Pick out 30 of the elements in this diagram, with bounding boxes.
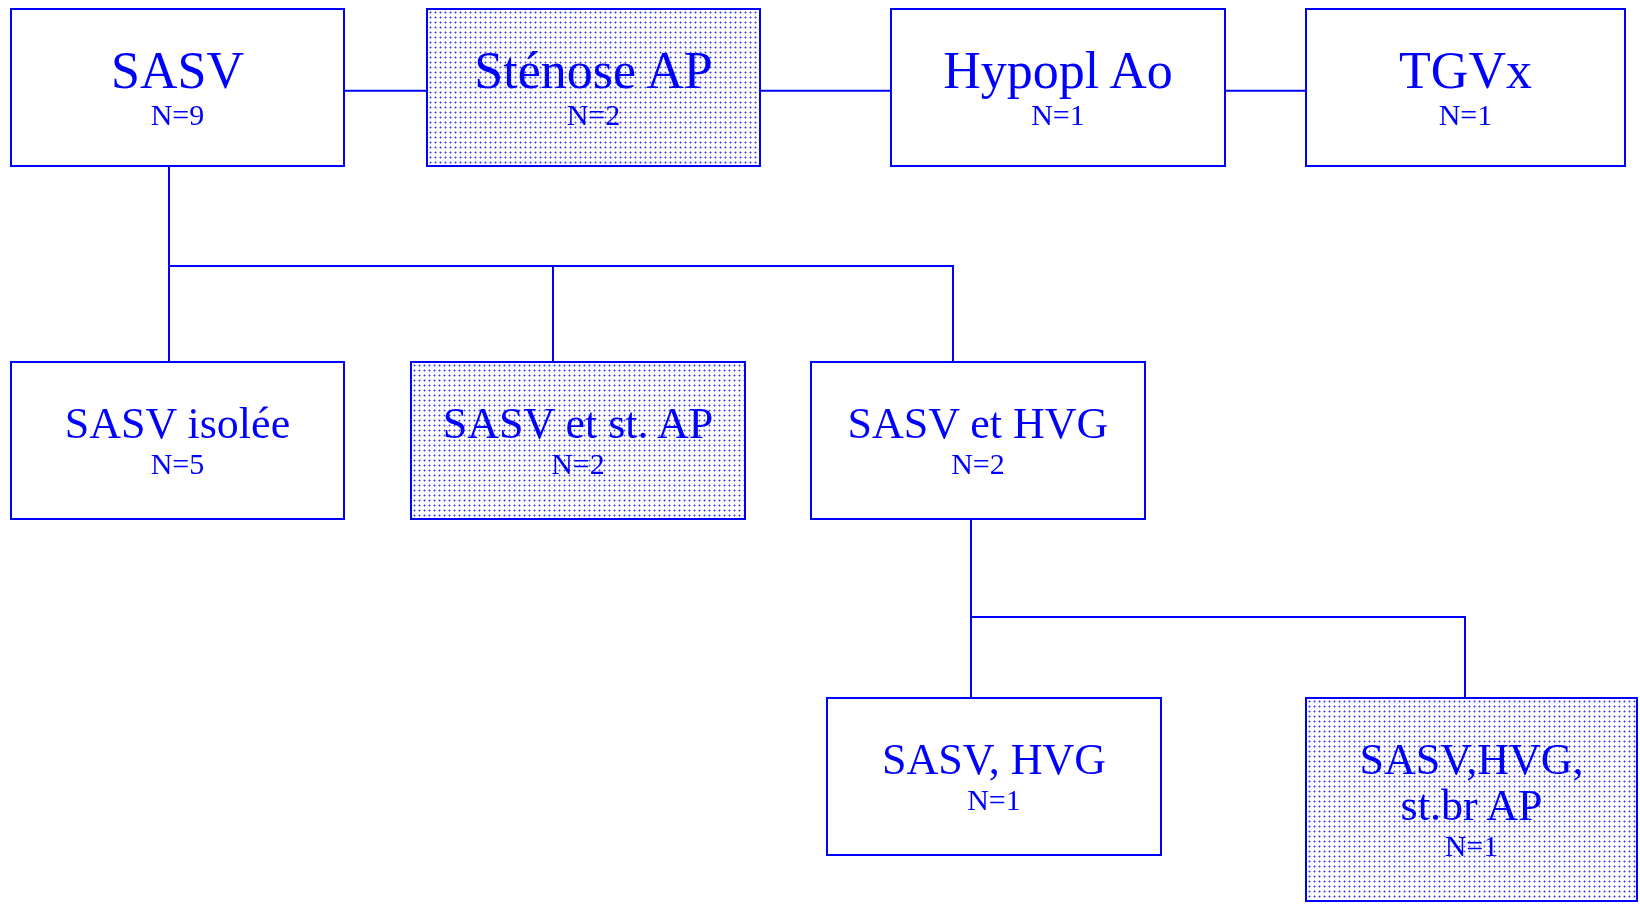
- count-label: N=5: [150, 447, 205, 481]
- count-label: N=2: [951, 447, 1005, 481]
- count-label: N=1: [1031, 98, 1085, 132]
- connector-line: [344, 89, 427, 92]
- box: [826, 697, 1162, 856]
- box: [890, 8, 1226, 167]
- count-label: N=2: [551, 447, 605, 481]
- shaded-box: [410, 361, 746, 520]
- node-title: SASV isolée: [64, 400, 291, 448]
- box: [10, 361, 345, 520]
- node-title: SASV,HVG, st.br AP: [1358, 736, 1585, 830]
- connector-line: [760, 89, 891, 92]
- node-title: SASV et st. AP: [442, 400, 714, 448]
- box: [810, 361, 1146, 520]
- node-title: Hypopl Ao: [943, 43, 1173, 99]
- count-label: N=9: [150, 98, 205, 132]
- count-label: N=2: [566, 98, 621, 132]
- box: [10, 8, 345, 167]
- node-title: SASV et HVG: [847, 400, 1109, 448]
- shaded-box: [1305, 697, 1638, 902]
- count-label: N=1: [1444, 829, 1499, 863]
- box: [1305, 8, 1626, 167]
- node-title: SASV: [111, 43, 244, 99]
- shaded-box: [426, 8, 761, 167]
- count-label: N=1: [1438, 98, 1493, 132]
- count-label: N=1: [967, 783, 1021, 817]
- connector-line: [1225, 89, 1306, 92]
- node-title: TGVx: [1399, 43, 1532, 99]
- node-title: Sténose AP: [474, 43, 713, 99]
- node-title: SASV, HVG: [881, 736, 1107, 784]
